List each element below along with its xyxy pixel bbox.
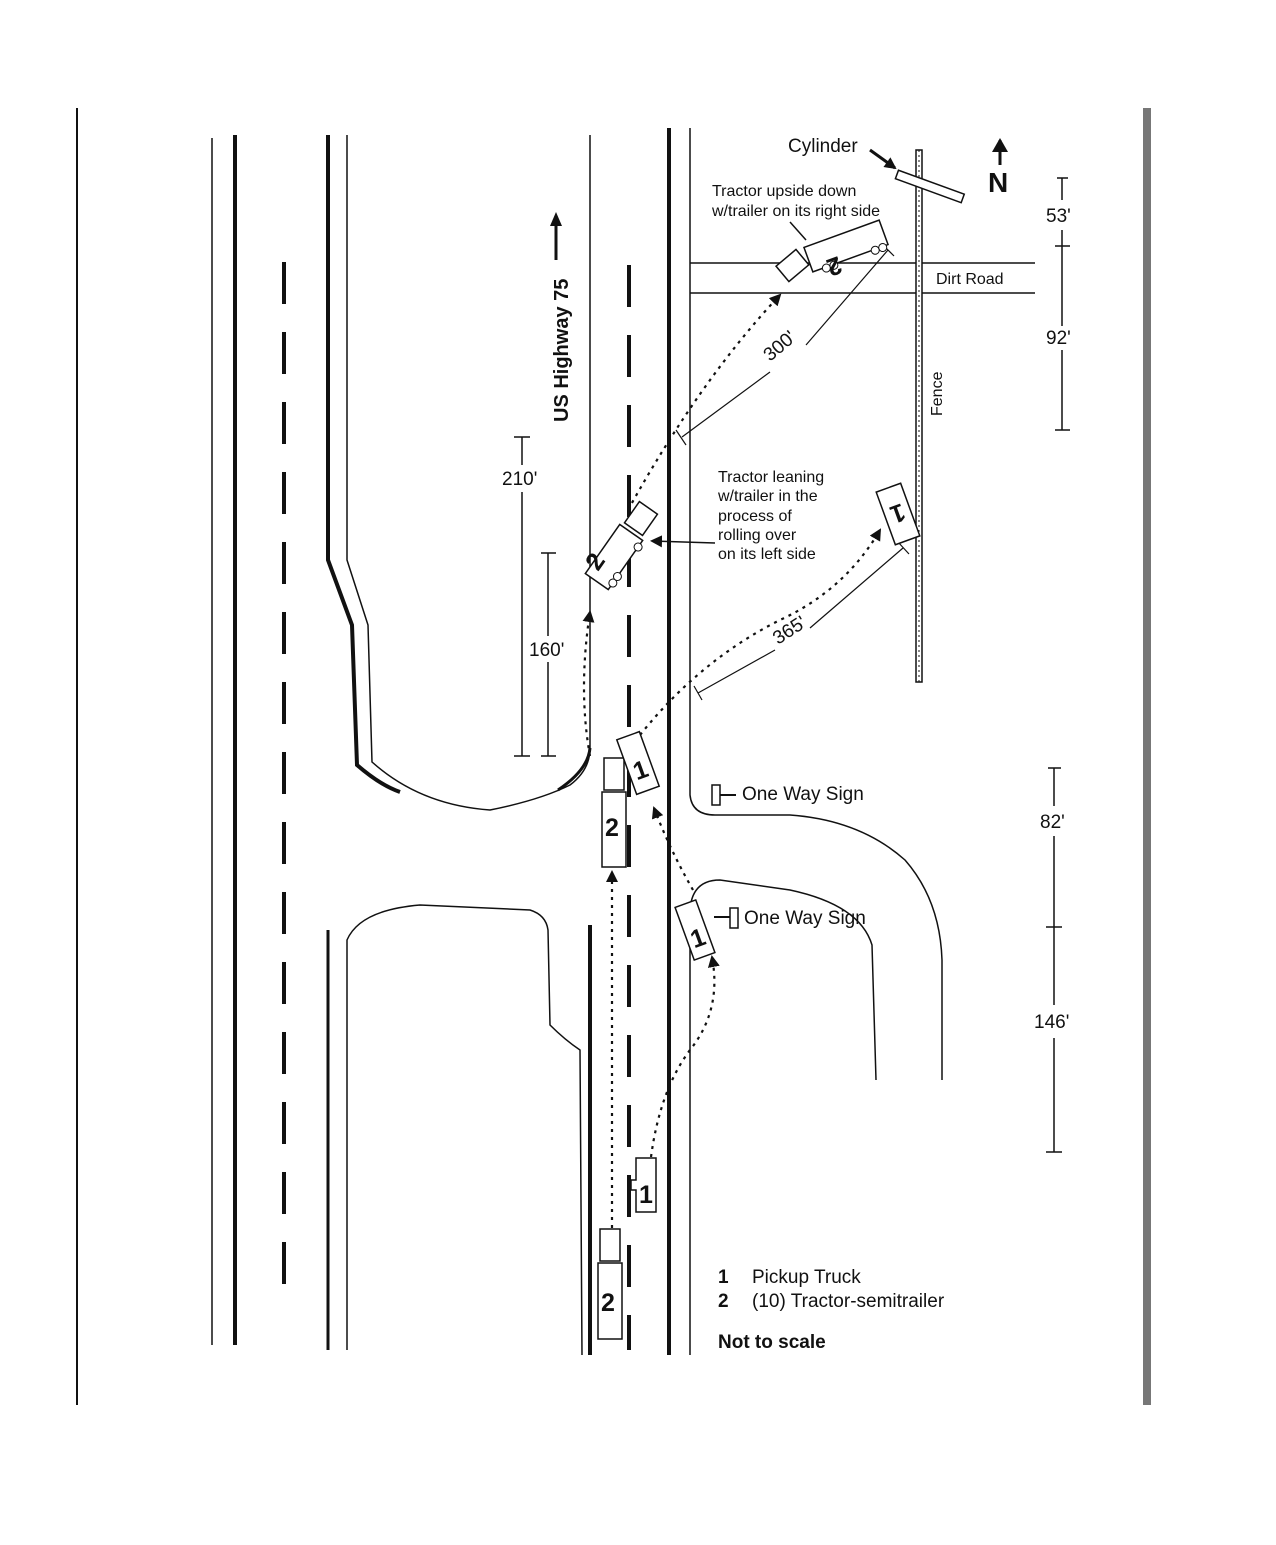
dimension-365-line xyxy=(693,541,910,701)
trajectory-v1-fence xyxy=(639,528,882,736)
vehicle-2-impact: 2 xyxy=(601,757,627,868)
median-south xyxy=(346,904,583,1356)
svg-text:2: 2 xyxy=(601,1289,615,1317)
one-way-sign-1-icon xyxy=(711,784,736,806)
annotation-v2-final: Tractor upside down w/trailer on its rig… xyxy=(711,183,880,220)
north-arrow-icon xyxy=(992,138,1008,165)
legend-item-1-label: Pickup Truck xyxy=(752,1267,861,1288)
vehicle-1-final: 1 xyxy=(875,482,921,546)
right-shoulder xyxy=(689,128,943,1080)
svg-text:2: 2 xyxy=(605,814,619,842)
dimension-scale-right xyxy=(1046,177,1070,1153)
legend: 1 Pickup Truck 2 (10) Tractor-semitraile… xyxy=(718,1267,945,1353)
dimension-160: 160' xyxy=(529,640,564,661)
dimension-300: 300' xyxy=(760,327,801,366)
vehicle-1-impact: 1 xyxy=(615,730,661,796)
one-way-sign-1-label: One Way Sign xyxy=(742,784,864,805)
cylinder-label: Cylinder xyxy=(788,136,858,157)
fence-label: Fence xyxy=(929,371,946,416)
annotation-v2-final-pointer xyxy=(789,221,807,241)
north-label: N xyxy=(988,167,1008,198)
dimension-scale-median xyxy=(514,436,556,757)
vehicle-1-sign-contact: 1 xyxy=(674,898,716,962)
dimension-365: 365' xyxy=(769,612,810,649)
legend-item-1-number: 1 xyxy=(718,1267,729,1288)
highway-label: US Highway 75 xyxy=(551,279,573,422)
vehicle-2-start: 2 xyxy=(597,1228,623,1340)
cylinder-pointer xyxy=(869,148,897,170)
median-north xyxy=(326,135,401,794)
dimension-92: 92' xyxy=(1046,328,1071,349)
dimension-53: 53' xyxy=(1046,206,1071,227)
annotation-v2-leaning-pointer xyxy=(650,535,716,548)
cylinder xyxy=(894,169,966,204)
highway-direction-arrow-icon xyxy=(550,212,562,260)
highway xyxy=(211,128,1035,1356)
vehicle-2-final xyxy=(774,219,889,283)
trajectory-paths xyxy=(582,293,882,1228)
trajectory-v1-start xyxy=(649,955,720,1158)
trajectory-v2-median xyxy=(582,610,595,757)
vehicle-1-start: 1 xyxy=(630,1157,657,1213)
annotation-v2-leaning: Tractor leaning w/trailer in the process… xyxy=(717,469,829,563)
trajectory-v2-rollover xyxy=(627,293,782,511)
one-way-sign-2-icon xyxy=(714,907,739,929)
vehicle-2-leaning xyxy=(584,500,659,591)
legend-note: Not to scale xyxy=(718,1332,826,1353)
dirt-road-label: Dirt Road xyxy=(936,271,1004,288)
legend-item-2-label: (10) Tractor-semitrailer xyxy=(752,1291,945,1312)
svg-text:1: 1 xyxy=(639,1181,653,1209)
one-way-sign-2-label: One Way Sign xyxy=(744,908,866,929)
trajectory-v1-mid xyxy=(651,806,694,891)
dimension-82: 82' xyxy=(1040,812,1065,833)
dimension-210: 210' xyxy=(502,469,537,490)
legend-item-2-number: 2 xyxy=(718,1291,729,1312)
dimension-146: 146' xyxy=(1034,1012,1069,1033)
